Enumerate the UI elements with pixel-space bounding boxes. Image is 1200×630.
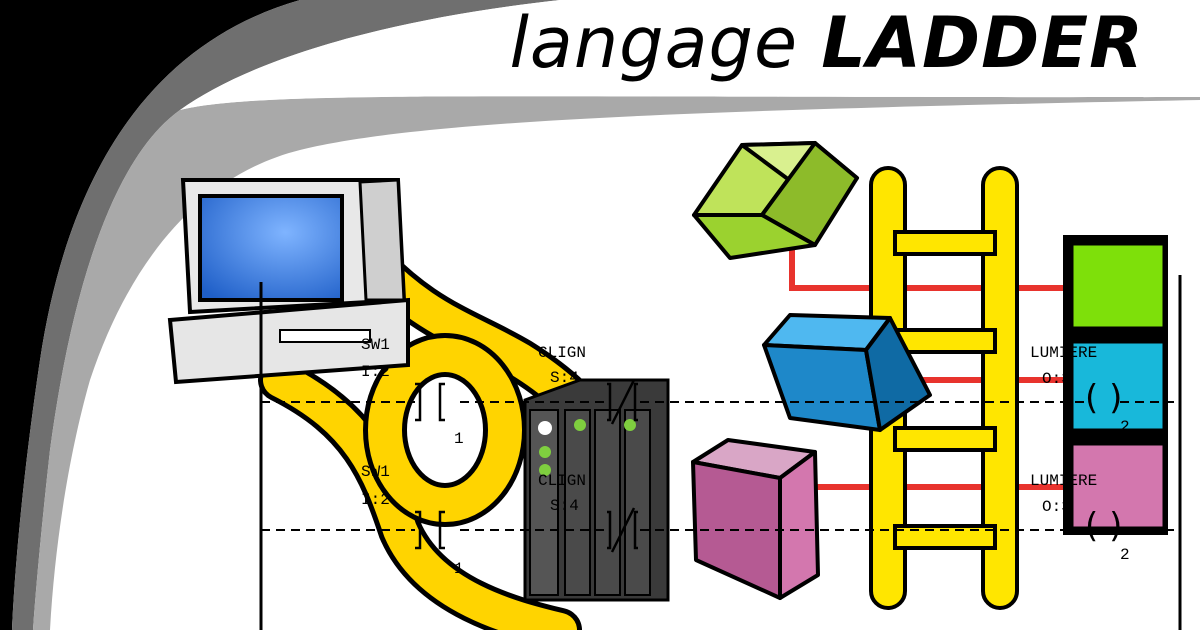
- rung1-contact2-address: S:4: [550, 369, 579, 387]
- ladder-rails: [259, 275, 1182, 630]
- yellow-ladder: [869, 166, 1019, 610]
- rung1-contact1-address: I:2: [361, 363, 390, 381]
- title-word-ladder: LADDER: [821, 2, 1144, 84]
- rung2-coil-symbol: ( ): [1085, 506, 1123, 546]
- rung1-contact2-name: CLIGN: [538, 344, 587, 362]
- plc-rack-icon: [523, 378, 670, 602]
- rung2-output-bit: 2: [1120, 546, 1130, 564]
- rung2-contact2-name: CLIGN: [538, 472, 587, 490]
- rung2-contact1-bit: 1: [454, 560, 464, 578]
- green-cube-icon: [692, 141, 859, 260]
- computer-icon: [167, 178, 410, 385]
- rung-lines: [261, 401, 1180, 531]
- rung1-contact1-name: SW1: [361, 336, 390, 354]
- page-title: langage LADDER: [509, 2, 1144, 84]
- output-lamps: [1063, 235, 1168, 535]
- contact-symbols: [415, 379, 638, 553]
- rung1-coil-symbol: ( ): [1085, 378, 1123, 418]
- rung2-contact2-address: S:4: [550, 497, 579, 515]
- purple-cube-icon: [691, 438, 820, 600]
- rung1-output-address: O:3: [1042, 370, 1071, 388]
- rung2-output-address: O:3: [1042, 498, 1071, 516]
- rung2-contact1-name: SW1: [361, 463, 390, 481]
- rung1-output-bit: 2: [1120, 418, 1130, 436]
- rung2-output-name: LUMIERE: [1030, 472, 1098, 490]
- rung1-output-name: LUMIERE: [1030, 344, 1098, 362]
- rung1-contact1-bit: 1: [454, 430, 464, 448]
- title-word-langage: langage: [509, 2, 799, 84]
- rung2-contact1-address: I:2: [361, 491, 390, 509]
